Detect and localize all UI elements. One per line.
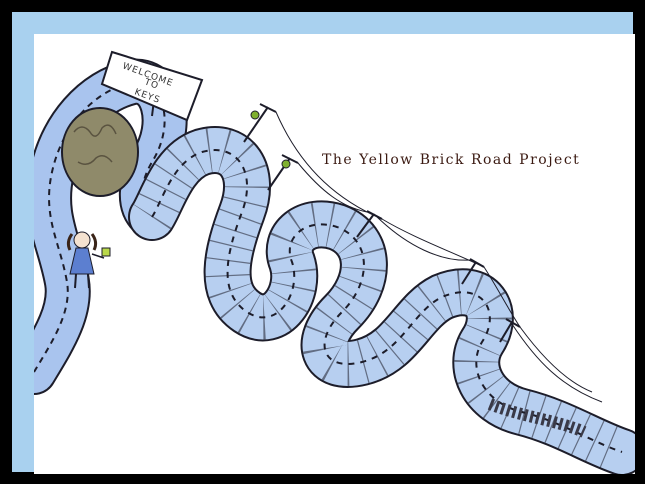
welcome-sign [100, 50, 204, 122]
pole-lamp-1 [250, 110, 260, 120]
bridge-segment [487, 398, 587, 438]
road-center-dashes [151, 149, 623, 453]
pole-lamp-2 [281, 159, 291, 169]
project-title: The Yellow Brick Road Project [322, 152, 580, 168]
girl-figure [66, 231, 111, 289]
drawing-paper: WELCOME TO KEYS The Yellow Brick Road Pr… [34, 34, 635, 474]
utility-poles [243, 103, 603, 403]
blue-mat-border: WELCOME TO KEYS The Yellow Brick Road Pr… [12, 12, 635, 474]
drawing-canvas: WELCOME TO KEYS The Yellow Brick Road Pr… [34, 50, 635, 474]
tunnel-cave [61, 107, 139, 197]
